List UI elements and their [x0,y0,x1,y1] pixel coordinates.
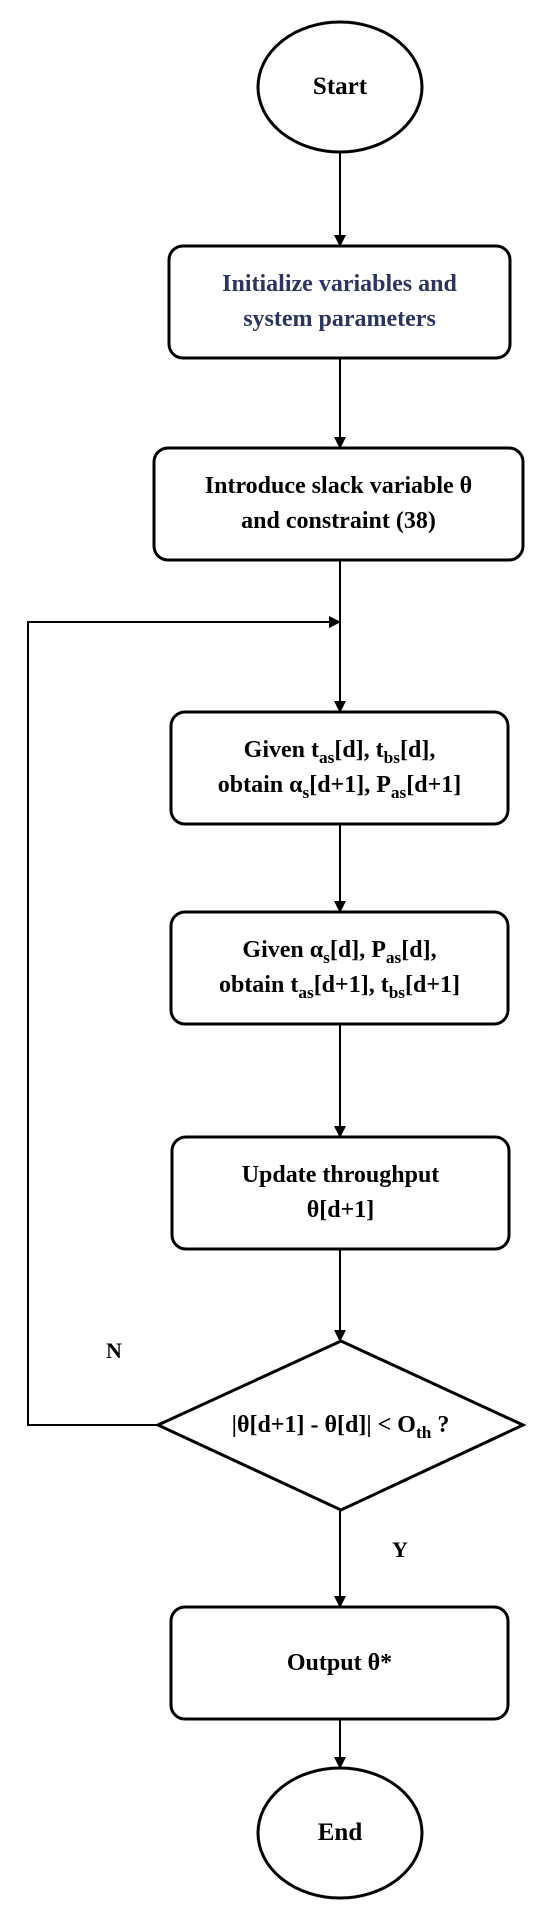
given-t-label: Given tas[d], tbs[d], obtain αs[d+1], Pa… [217,737,462,803]
given-alpha-label: Given αs[d], Pas[d], obtain tas[d+1], tb… [218,937,461,1003]
loop-back-no-arrow [27,616,341,1426]
end-label: End [317,1818,363,1846]
slack-variable-label: Introduce slack variable θ and constrain… [204,473,473,534]
branch-yes-label: Y [392,1537,408,1562]
output-label: Output θ* [286,1649,393,1676]
branch-no-label: N [106,1338,122,1363]
start-label: Start [312,72,368,100]
decision-label: |θ[d+1] - θ[d]| < Oth ? [231,1411,450,1442]
initialize-label: Initialize variables and system paramete… [222,271,457,332]
update-throughput-label: Update throughput θ[d+1] [241,1162,440,1223]
